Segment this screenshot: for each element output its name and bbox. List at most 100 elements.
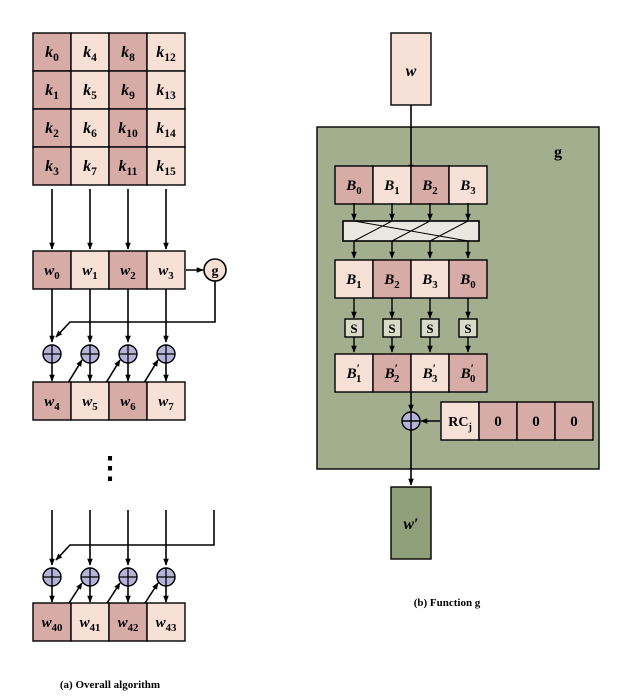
b1-label: B0 — [345, 178, 361, 197]
xor-row-2 — [42, 567, 176, 618]
key-label: k1 — [45, 82, 59, 102]
w-label: w6 — [120, 394, 136, 413]
b1-label: B3 — [459, 178, 476, 197]
key-cell — [32, 146, 72, 186]
rcon-zero-label: 0 — [494, 414, 502, 430]
key-to-w-arrows — [49, 189, 169, 250]
w-row-4-7: w4 w5 w6 w7 — [32, 381, 186, 421]
key-label: k5 — [83, 82, 97, 102]
b2-label: B0 — [459, 272, 475, 291]
w-cell — [70, 602, 110, 642]
rcon-label: RCj — [448, 415, 472, 433]
w-label: w7 — [158, 394, 174, 413]
sbox-label: S — [388, 321, 395, 336]
rcon-cell — [440, 401, 480, 441]
key-label: k3 — [45, 158, 59, 178]
key-label: k0 — [45, 44, 59, 64]
row0-down-arrows — [49, 289, 169, 343]
b3-cell — [410, 353, 450, 393]
caption-a: (a) Overall algorithm — [60, 679, 160, 691]
key-label: k9 — [121, 82, 135, 102]
sbox-label: S — [464, 321, 471, 336]
w-label: w5 — [82, 394, 97, 413]
key-cell — [146, 32, 186, 72]
byte-row-3: B′1 B′2 B′3 B′0 — [334, 353, 488, 393]
rcon-zero-label: 0 — [570, 414, 578, 430]
b2-label: B1 — [345, 272, 361, 291]
key-label: k15 — [156, 158, 176, 178]
key-cell — [146, 146, 186, 186]
b2-cell — [334, 259, 374, 299]
b1-cell — [448, 165, 488, 205]
w-cell — [146, 602, 186, 642]
key-label: k13 — [156, 82, 176, 102]
w-label: w1 — [82, 263, 97, 282]
w-cell — [70, 250, 110, 290]
xor-row-1 — [42, 344, 176, 397]
w-label: w4 — [44, 394, 60, 413]
b2-label: B2 — [383, 272, 399, 291]
key-cell — [70, 108, 110, 148]
b1-label: B2 — [421, 178, 437, 197]
panel-label: g — [554, 144, 562, 161]
b1-label: B1 — [383, 178, 399, 197]
key-cell — [70, 70, 110, 110]
b3-cell — [448, 353, 488, 393]
key-cell — [32, 32, 72, 72]
w-label: w43 — [156, 615, 177, 634]
key-label: k4 — [83, 44, 97, 64]
key-label: k2 — [45, 120, 59, 140]
rcon-zero-cell — [516, 401, 556, 441]
b2-cell — [372, 259, 412, 299]
w-label: w0 — [44, 263, 59, 282]
rotword-arrows-in — [351, 203, 471, 221]
key-label: k8 — [121, 44, 135, 64]
key-cell — [146, 70, 186, 110]
key-label: k12 — [156, 44, 176, 64]
key-cell — [108, 146, 148, 186]
w-label: w2 — [120, 263, 135, 282]
byte-row-2: B1 B2 B3 B0 — [334, 259, 488, 299]
ellipsis: ⋮ — [95, 452, 125, 485]
sbox-label: S — [426, 321, 433, 336]
rcon-row: RCj 0 0 0 — [440, 401, 594, 441]
rotword-arrows-out — [351, 241, 471, 259]
b3-label: B′2 — [384, 361, 400, 385]
rcon-zero-cell — [478, 401, 518, 441]
output-w-prime-box — [390, 486, 432, 560]
b2-label: B3 — [421, 272, 438, 291]
key-label: k11 — [119, 158, 138, 178]
last-stage-feeds — [49, 510, 215, 566]
b3-label: B′0 — [460, 361, 476, 385]
output-w-prime-label: w′ — [403, 516, 418, 533]
key-label: k6 — [83, 120, 97, 140]
rotword-crossing-lines — [353, 220, 469, 242]
w-label: w42 — [118, 615, 139, 634]
w-cell — [146, 381, 186, 421]
b2-cell — [448, 259, 488, 299]
key-cell — [32, 108, 72, 148]
key-label: k14 — [156, 120, 176, 140]
w-label: w3 — [158, 263, 174, 282]
caption-b: (b) Function g — [414, 597, 481, 609]
byte-row-1: B0 B1 B2 B3 — [334, 165, 488, 205]
rcon-zero-label: 0 — [532, 414, 540, 430]
w-cell — [32, 602, 72, 642]
w-row-0-3: w0 w1 w2 w3 — [32, 250, 186, 290]
w-cell — [70, 381, 110, 421]
rcon-zero-cell — [554, 401, 594, 441]
key-cell — [146, 108, 186, 148]
sbox-label: S — [350, 321, 357, 336]
b3-label: B′1 — [346, 361, 362, 385]
b1-cell — [410, 165, 450, 205]
key-label: k7 — [83, 158, 97, 178]
b3-label: B′3 — [422, 361, 438, 385]
w-label: w40 — [42, 615, 63, 634]
b2-cell — [410, 259, 450, 299]
